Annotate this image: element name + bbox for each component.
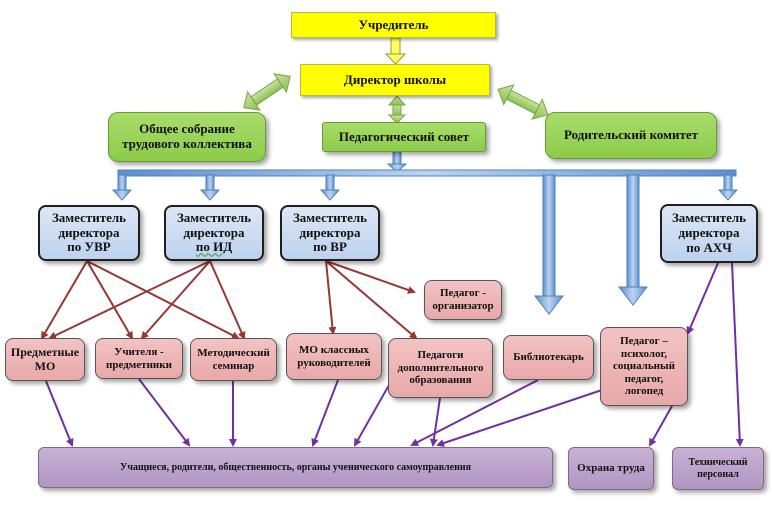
ped-council-label: Педагогический совет bbox=[338, 128, 470, 144]
general-meeting-label: Общее собрание трудового коллектива bbox=[122, 121, 252, 151]
drop-psychologist bbox=[617, 174, 649, 306]
deputy-vr-box: Заместитель директора по ВР bbox=[280, 205, 380, 261]
parent-committee-label: Родительский комитет bbox=[563, 127, 699, 143]
pedagogue-organizer-box: Педагог - организатор bbox=[424, 280, 502, 320]
deputy-vr-line1: Заместитель bbox=[292, 209, 368, 225]
psychologist-label: Педагог – психолог, социальный педагог, … bbox=[613, 334, 675, 398]
subject-mo-box: Предметные МО bbox=[5, 338, 85, 381]
founder-box: Учредитель bbox=[291, 12, 496, 38]
subject-mo-label: Предметные МО bbox=[10, 344, 80, 373]
deputy-id-line2: директора bbox=[183, 224, 245, 240]
technical-staff-label: Технический персонал bbox=[688, 457, 748, 480]
general-meeting-box: Общее собрание трудового коллектива bbox=[108, 112, 266, 162]
extra-education-box: Педагоги дополнительного образования bbox=[388, 338, 493, 398]
drop-uvr bbox=[111, 174, 133, 201]
parent-committee-box: Родительский комитет bbox=[545, 112, 717, 159]
deputy-uvr-line1: Заместитель bbox=[51, 209, 127, 225]
deputy-ahch-line3: по АХЧ bbox=[686, 239, 732, 255]
drop-librarian bbox=[533, 174, 565, 315]
participants-box: Учащиеся, родители, общественность, орга… bbox=[38, 447, 553, 488]
extra-education-label: Педагоги дополнительного образования bbox=[397, 349, 484, 387]
deputy-vr-line3: по ВР bbox=[313, 239, 347, 255]
deputy-ahch-line2: директора bbox=[678, 225, 740, 241]
director-label: Директор школы bbox=[343, 71, 447, 87]
director-council-arrow bbox=[387, 95, 407, 124]
deputy-uvr-line3: по УВР bbox=[67, 239, 111, 255]
ped-council-box: Педагогический совет bbox=[322, 122, 486, 152]
director-meeting-arrow bbox=[243, 73, 291, 111]
method-seminar-box: Методический семинар bbox=[190, 338, 277, 381]
technical-staff-box: Технический персонал bbox=[672, 447, 764, 490]
red-arrows bbox=[40, 260, 418, 340]
drop-ahch bbox=[717, 174, 739, 201]
deputy-id-line3: по ИД bbox=[195, 239, 233, 255]
council-to-bus-arrow bbox=[386, 151, 408, 173]
librarian-label: Библиотекарь bbox=[513, 351, 584, 364]
founder-to-director-arrow bbox=[384, 37, 407, 65]
deputy-ahch-box: Заместитель директора по АХЧ bbox=[660, 204, 758, 263]
deputy-id-line1: Заместитель bbox=[176, 209, 252, 225]
deputy-ahch-line1: Заместитель bbox=[671, 210, 747, 226]
participants-label: Учащиеся, родители, общественность, орга… bbox=[119, 461, 472, 473]
pedagogue-organizer-label: Педагог - организатор bbox=[432, 287, 494, 312]
class-leaders-mo-label: МО классных руководителей bbox=[297, 343, 371, 369]
method-seminar-label: Методический семинар bbox=[197, 346, 270, 372]
director-box: Директор школы bbox=[300, 64, 490, 96]
drop-vr bbox=[319, 174, 341, 201]
deputy-uvr-box: Заместитель директора по УВР bbox=[38, 205, 140, 261]
deputy-uvr-line2: директора bbox=[58, 224, 120, 240]
distribution-bus bbox=[117, 169, 737, 177]
class-leaders-mo-box: МО классных руководителей bbox=[286, 333, 382, 380]
psychologist-box: Педагог – психолог, социальный педагог, … bbox=[600, 327, 688, 406]
drop-id bbox=[199, 174, 221, 201]
labor-protection-label: Охрана труда bbox=[577, 462, 645, 475]
labor-protection-box: Охрана труда bbox=[568, 447, 654, 490]
founder-label: Учредитель bbox=[358, 16, 429, 32]
deputy-id-box: Заместитель директора по ИД bbox=[164, 205, 264, 261]
librarian-box: Библиотекарь bbox=[503, 335, 594, 380]
purple-arrows bbox=[45, 262, 744, 447]
deputy-vr-line2: директора bbox=[299, 224, 361, 240]
subject-teachers-box: Учителя - предметники bbox=[95, 338, 183, 379]
subject-teachers-label: Учителя - предметники bbox=[106, 345, 172, 371]
director-parents-arrow bbox=[497, 84, 549, 120]
